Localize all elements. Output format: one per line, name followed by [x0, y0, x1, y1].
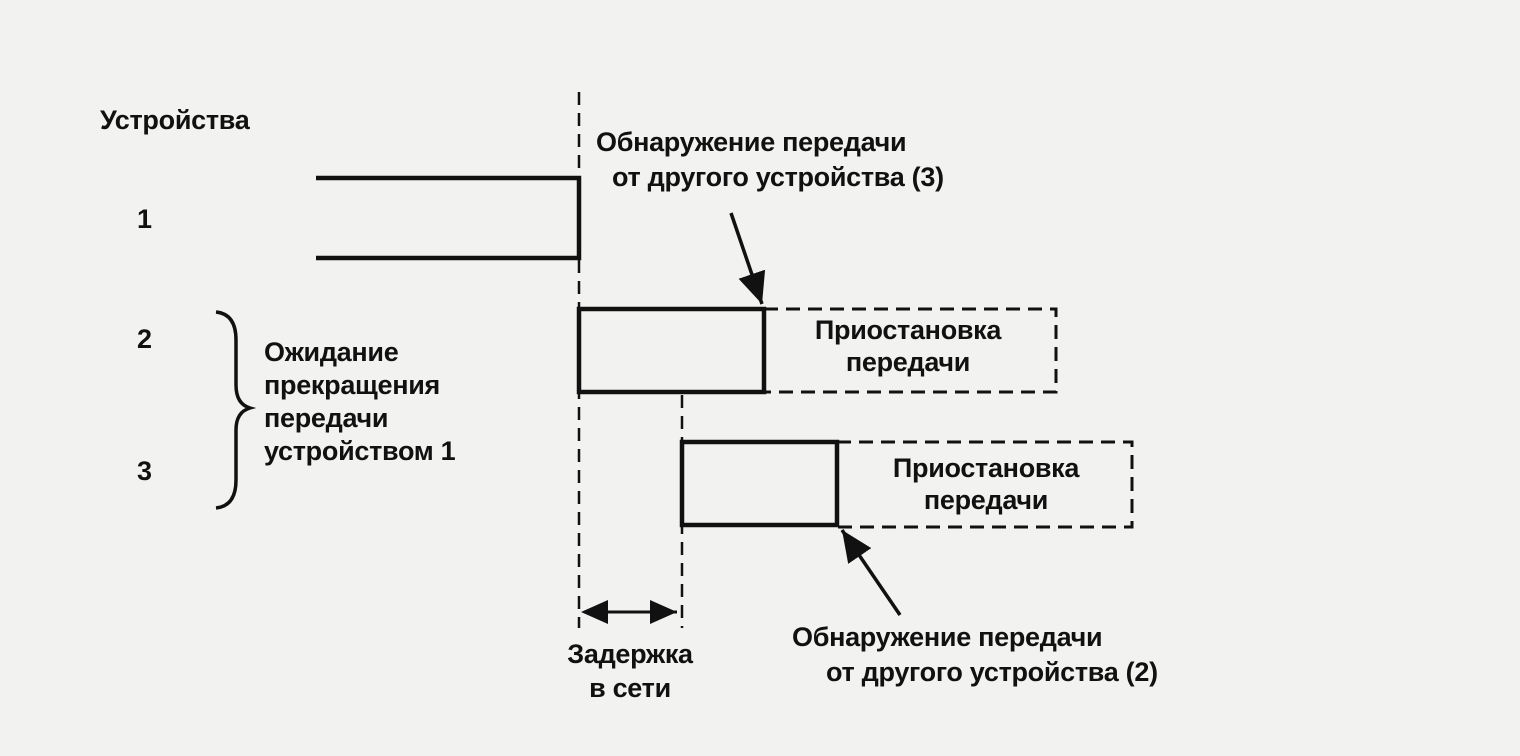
device-3-suspended: [837, 440, 1134, 529]
wait-note-line-3: передачи: [264, 402, 389, 433]
suspend-3-label: Приостановка передачи: [856, 453, 1116, 517]
delay-line-2: в сети: [589, 672, 671, 703]
device-1-transmission: [316, 175, 582, 261]
device-2-suspended: [764, 307, 1058, 394]
suspend-3-line-1: Приостановка: [892, 453, 1080, 483]
device-2-number: 2: [137, 324, 152, 354]
device-3-transmission: [679, 439, 840, 528]
detect-bottom-arrow: [840, 529, 902, 616]
detect-bottom-line-2: от другого устройства (2): [826, 657, 1158, 688]
suspend-3-line-2: передачи: [923, 484, 1049, 515]
wait-brace: [215, 310, 257, 510]
wait-note: Ожидание прекращения передачи устройство…: [264, 336, 456, 468]
wait-note-line-2: прекращения: [264, 369, 440, 400]
suspend-2-line-2: передачи: [845, 346, 971, 377]
detect-top-line-1: Обнаружение передачи: [596, 127, 907, 157]
suspend-2-line-1: Приостановка: [814, 315, 1002, 345]
delay-line-1: Задержка: [567, 639, 693, 669]
detect-bottom-line-1: Обнаружение передачи: [792, 622, 1103, 652]
suspend-2-label: Приостановка передачи: [778, 315, 1038, 379]
wait-note-line-1: Ожидание: [264, 337, 399, 367]
devices-heading: Устройства: [100, 105, 250, 135]
detect-bottom-label: Обнаружение передачи от другого устройст…: [792, 620, 1158, 690]
detect-top-line-2: от другого устройства (3): [612, 162, 944, 193]
delay-label: Задержка в сети: [530, 638, 730, 706]
device-2-transmission: [576, 306, 767, 395]
device-1-number: 1: [137, 204, 152, 234]
detect-top-arrow: [729, 212, 766, 305]
wait-note-line-4: устройством 1: [264, 435, 456, 466]
detect-top-label: Обнаружение передачи от другого устройст…: [596, 125, 944, 195]
device-3-number: 3: [137, 456, 152, 486]
